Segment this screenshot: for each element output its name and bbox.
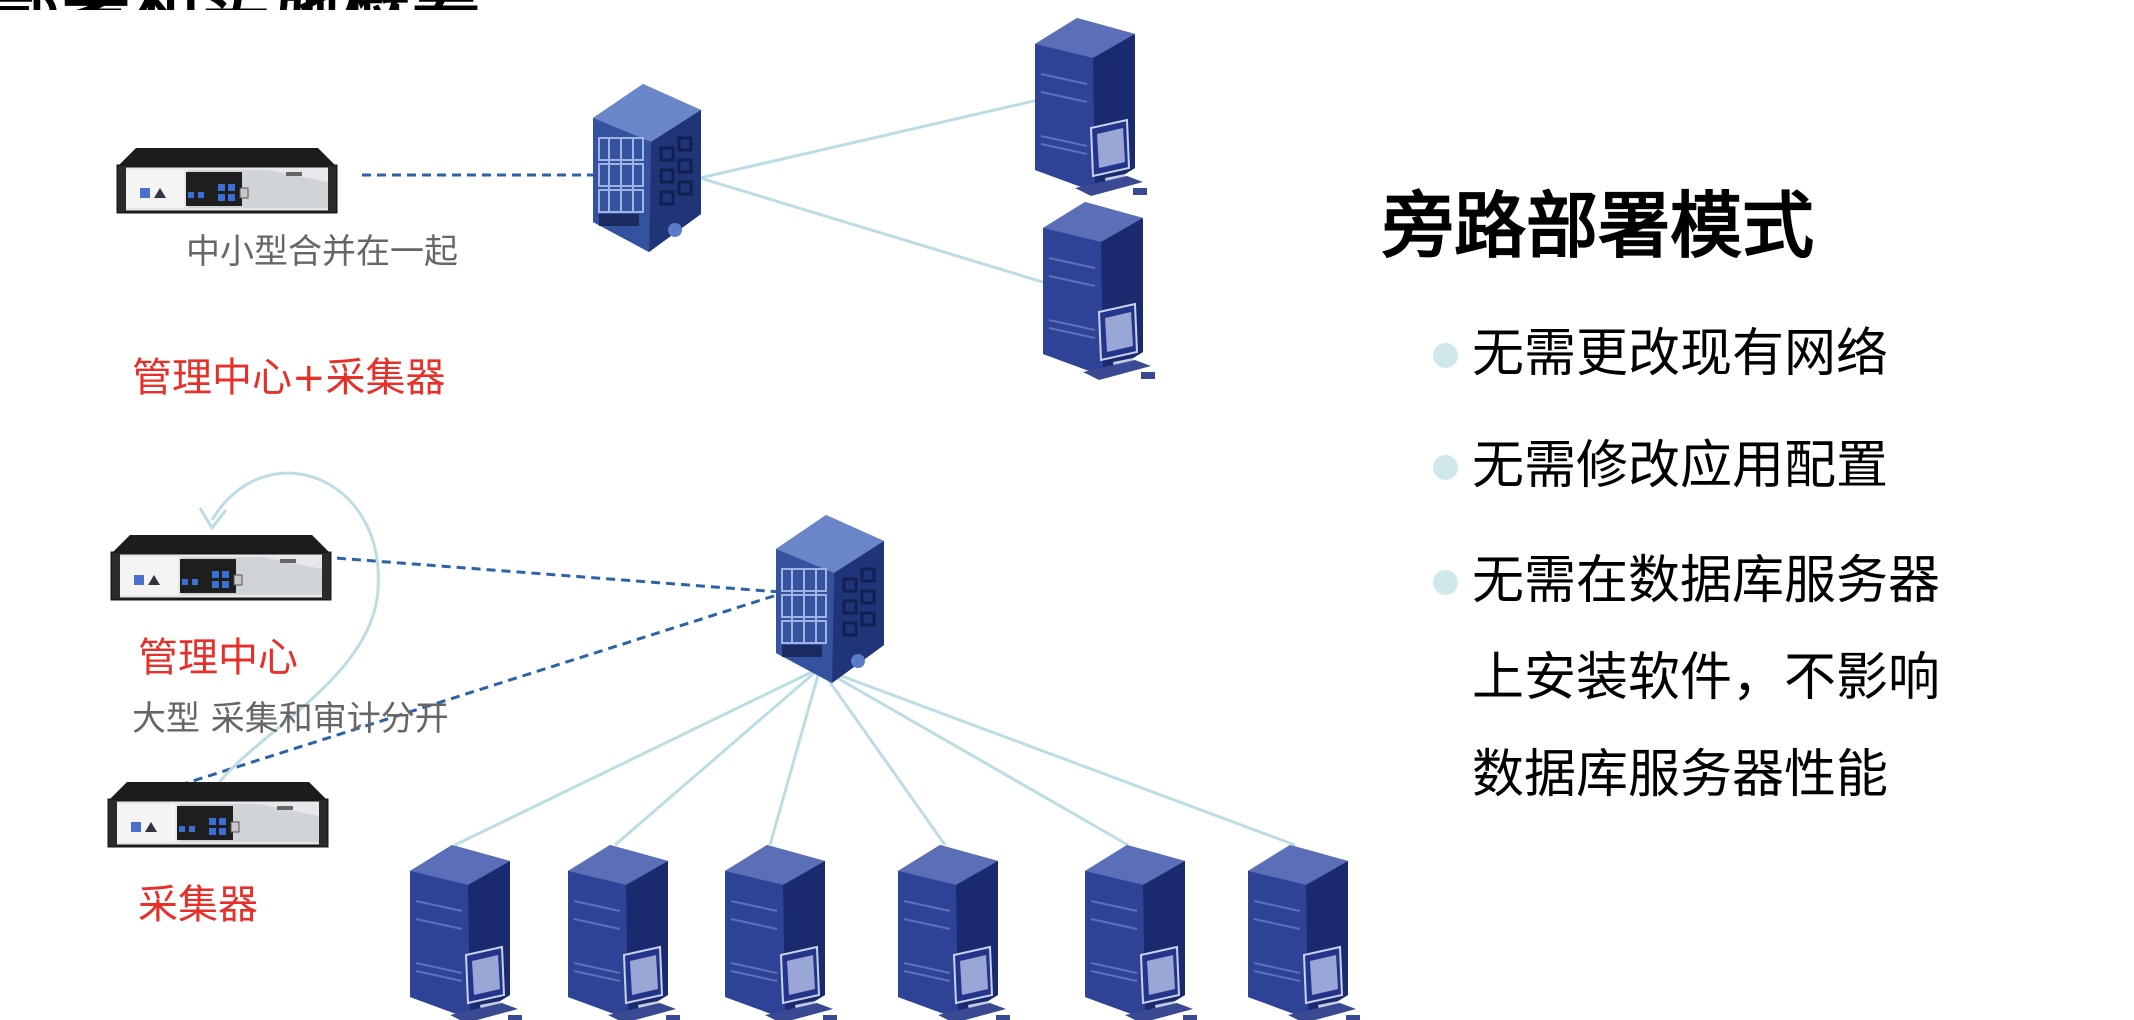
label-small-merge: 中小型合并在一起 (186, 232, 458, 272)
server-workstation-icon (409, 844, 523, 1020)
bullet-text: 无需在数据库服务器 (1472, 551, 1941, 611)
label-mgmt-center: 管理中心 (138, 635, 298, 681)
appliance-icon (116, 146, 338, 214)
page-title-clipped: 部署和实施概要 (0, 0, 720, 10)
server-workstation-icon (567, 844, 681, 1020)
page-title-text: 部署和实施概要 (0, 0, 482, 10)
panel-title: 旁路部署模式 (1382, 184, 1815, 268)
appliance-icon (110, 533, 332, 601)
server-workstation-icon (1084, 844, 1198, 1020)
network-switch-icon (774, 513, 886, 685)
server-workstation-icon (1042, 201, 1156, 381)
bullet-dot-icon (1433, 455, 1458, 480)
bullet-dot-icon (1433, 343, 1458, 368)
network-switch-icon (591, 82, 703, 254)
label-collector: 采集器 (138, 882, 258, 928)
bullet-text: 无需更改现有网络 (1472, 324, 1889, 384)
server-workstation-icon (1247, 844, 1361, 1020)
server-workstation-icon (897, 844, 1011, 1020)
server-workstation-icon (1034, 17, 1148, 197)
server-workstation-icon (724, 844, 838, 1020)
bullet-text: 无需修改应用配置 (1472, 436, 1889, 496)
label-large-separate: 大型 采集和审计分开 (132, 699, 449, 739)
appliance-icon (107, 780, 329, 848)
bullet-dot-icon (1433, 570, 1458, 595)
curved-arrow-icon (210, 471, 380, 793)
label-mgmt-plus-collector: 管理中心+采集器 (132, 355, 446, 401)
bullet-text: 上安装软件，不影响 (1472, 648, 1941, 708)
bullet-text: 数据库服务器性能 (1472, 745, 1889, 805)
